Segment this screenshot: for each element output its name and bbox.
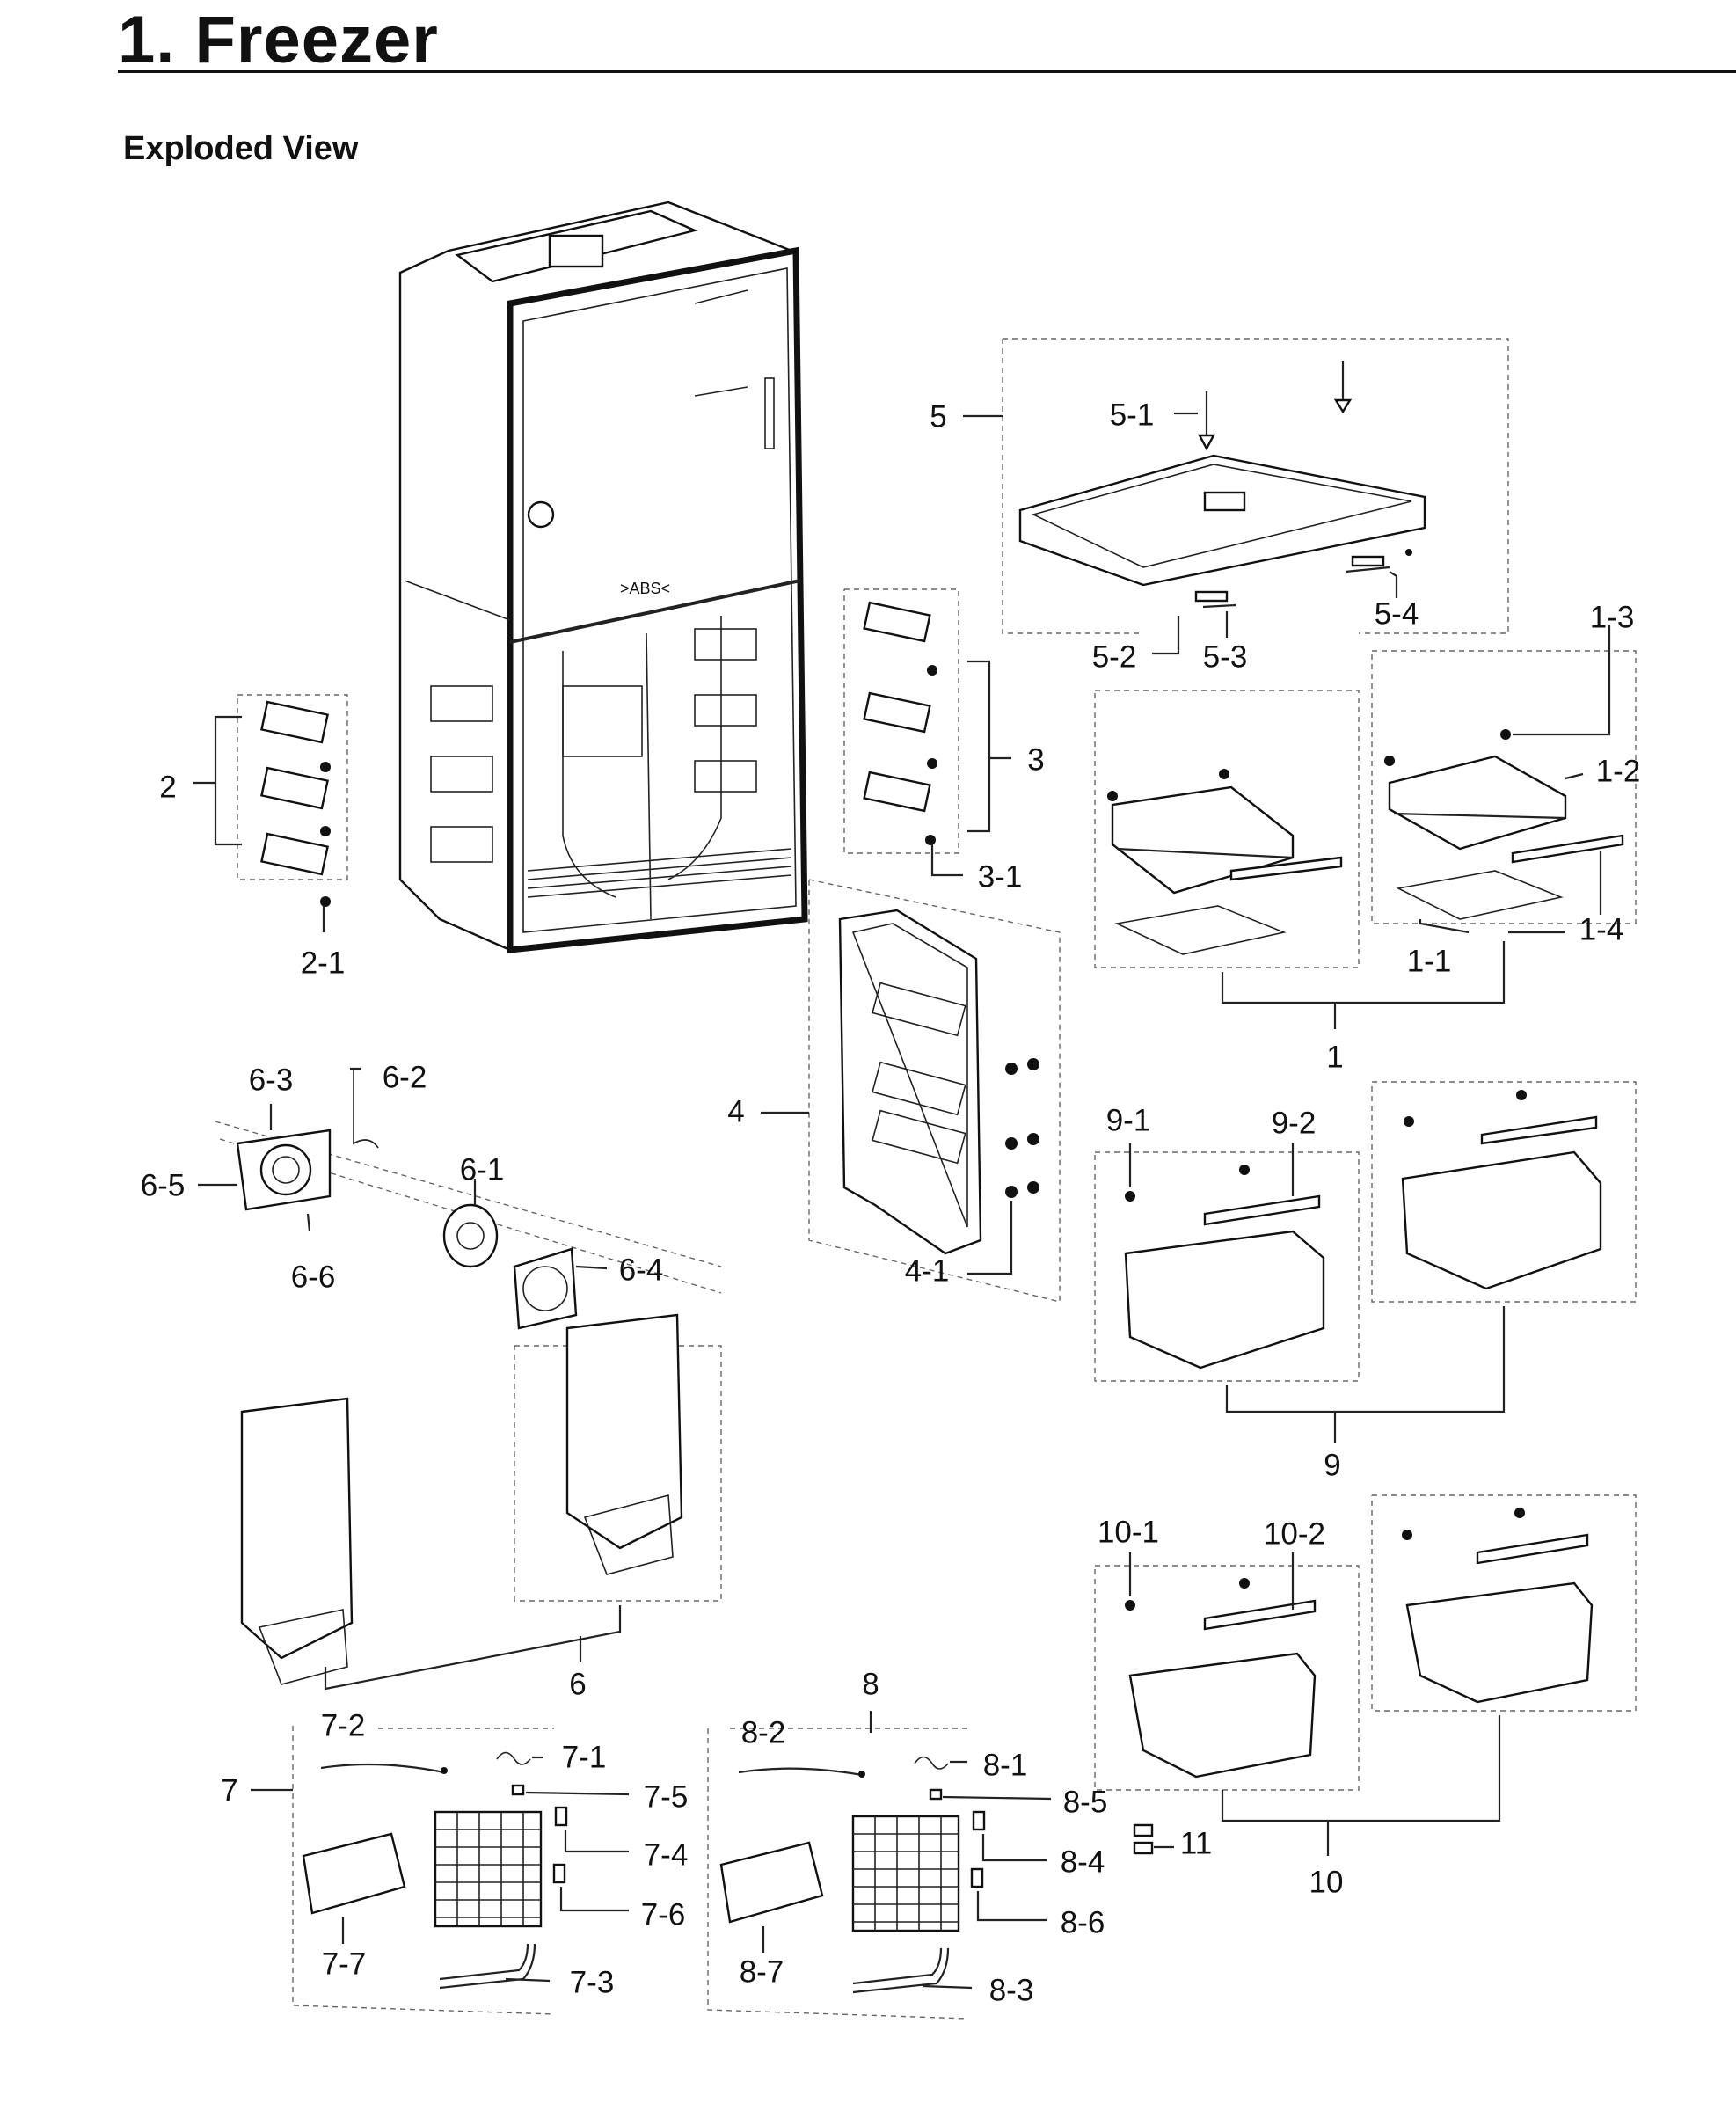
- label-10-2: 10-2: [1263, 1516, 1326, 1552]
- label-5-3: 5-3: [1202, 639, 1248, 675]
- part-group-3-rails: [843, 588, 1011, 877]
- label-4: 4: [727, 1094, 745, 1129]
- label-7-3: 7-3: [569, 1965, 615, 2000]
- part-group-6-fan: [198, 1067, 722, 1691]
- label-5-1: 5-1: [1109, 398, 1155, 433]
- label-6: 6: [569, 1667, 587, 1702]
- label-6-4: 6-4: [618, 1253, 664, 1288]
- label-5-4: 5-4: [1374, 596, 1419, 632]
- title-rule: [118, 70, 1736, 73]
- label-8-5: 8-5: [1062, 1785, 1108, 1820]
- label-8-6: 8-6: [1060, 1905, 1105, 1940]
- label-7: 7: [221, 1773, 238, 1808]
- label-8-3: 8-3: [988, 1973, 1034, 2008]
- label-5: 5: [930, 399, 947, 435]
- label-8: 8: [862, 1667, 879, 1702]
- label-2-1: 2-1: [300, 946, 346, 981]
- label-6-1: 6-1: [459, 1152, 505, 1187]
- label-7-4: 7-4: [643, 1837, 689, 1873]
- label-6-3: 6-3: [248, 1063, 294, 1098]
- diagram-subtitle: Exploded View: [123, 130, 359, 167]
- label-3: 3: [1027, 742, 1045, 778]
- part-group-9-drawers: [1094, 1081, 1637, 1443]
- label-1-2: 1-2: [1595, 754, 1641, 789]
- label-7-7: 7-7: [321, 1947, 367, 1982]
- label-10-1: 10-1: [1097, 1515, 1160, 1550]
- label-8-2: 8-2: [740, 1715, 786, 1750]
- label-7-2: 7-2: [320, 1708, 366, 1743]
- label-8-4: 8-4: [1060, 1844, 1105, 1880]
- freezer-cabinet: >ABS<: [398, 201, 808, 953]
- label-6-6: 6-6: [290, 1260, 336, 1295]
- part-group-4-panel: [761, 879, 1061, 1303]
- label-7-1: 7-1: [561, 1740, 607, 1775]
- part-group-2-rails: [193, 694, 348, 932]
- part-group-1-drawers: [1094, 625, 1637, 1029]
- label-1-4: 1-4: [1579, 912, 1624, 947]
- label-9-2: 9-2: [1271, 1106, 1317, 1141]
- label-9-1: 9-1: [1105, 1103, 1151, 1138]
- label-7-6: 7-6: [640, 1897, 686, 1932]
- label-8-7: 8-7: [739, 1954, 784, 1990]
- label-4-1: 4-1: [904, 1253, 950, 1289]
- cabinet-left-rails: [430, 628, 757, 863]
- label-6-5: 6-5: [140, 1168, 186, 1203]
- part-group-7-evaporator: [251, 1726, 630, 2015]
- page-title: 1. Freezer: [118, 3, 439, 77]
- label-10: 10: [1309, 1865, 1344, 1900]
- label-7-5: 7-5: [643, 1779, 689, 1815]
- label-5-2: 5-2: [1091, 639, 1137, 675]
- label-11: 11: [1179, 1826, 1213, 1861]
- part-group-10-drawers: [1094, 1494, 1637, 1856]
- part-group-5-shelf: [963, 338, 1509, 655]
- label-1-1: 1-1: [1406, 944, 1452, 979]
- label-9: 9: [1324, 1448, 1341, 1483]
- label-3-1: 3-1: [977, 859, 1023, 895]
- label-8-1: 8-1: [982, 1748, 1028, 1783]
- label-2: 2: [159, 770, 177, 805]
- label-1: 1: [1326, 1040, 1344, 1075]
- svg-text:>ABS<: >ABS<: [620, 580, 670, 597]
- part-group-8-evaporator: [707, 1711, 1052, 2020]
- label-1-3: 1-3: [1589, 600, 1635, 635]
- label-6-2: 6-2: [382, 1060, 427, 1095]
